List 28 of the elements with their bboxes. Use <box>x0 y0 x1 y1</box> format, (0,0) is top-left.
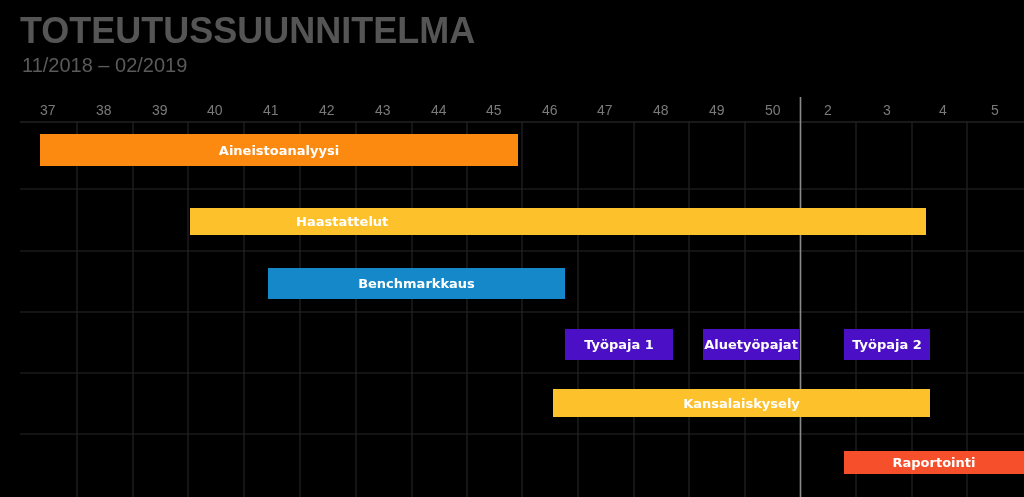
task-bar: Raportointi <box>844 451 1024 474</box>
week-number: 3 <box>883 103 891 117</box>
task-bar: Kansalaiskysely <box>553 389 930 417</box>
week-number: 50 <box>765 103 781 117</box>
date-range: 11/2018 – 02/2019 <box>22 55 188 75</box>
week-number: 5 <box>991 103 999 117</box>
task-bar: Työpaja 1 <box>565 329 673 360</box>
week-number: 37 <box>40 103 56 117</box>
task-bar: Haastattelut <box>190 208 926 235</box>
week-number: 41 <box>263 103 279 117</box>
week-number: 49 <box>709 103 725 117</box>
task-bar: Työpaja 2 <box>844 329 930 360</box>
week-number: 38 <box>96 103 112 117</box>
task-bar: Aineistoanalyysi <box>40 134 518 166</box>
task-bar: Aluetyöpajat <box>703 329 799 360</box>
week-number: 2 <box>824 103 832 117</box>
week-number: 43 <box>375 103 391 117</box>
chart-title: TOTEUTUSSUUNNITELMA <box>20 13 476 49</box>
week-number: 39 <box>152 103 168 117</box>
week-number: 47 <box>597 103 613 117</box>
task-bar: Benchmarkkaus <box>268 268 565 299</box>
week-number: 44 <box>431 103 447 117</box>
week-number: 48 <box>653 103 669 117</box>
week-number: 40 <box>207 103 223 117</box>
week-number: 46 <box>542 103 558 117</box>
week-number: 45 <box>486 103 502 117</box>
week-number: 4 <box>939 103 947 117</box>
week-number: 42 <box>319 103 335 117</box>
